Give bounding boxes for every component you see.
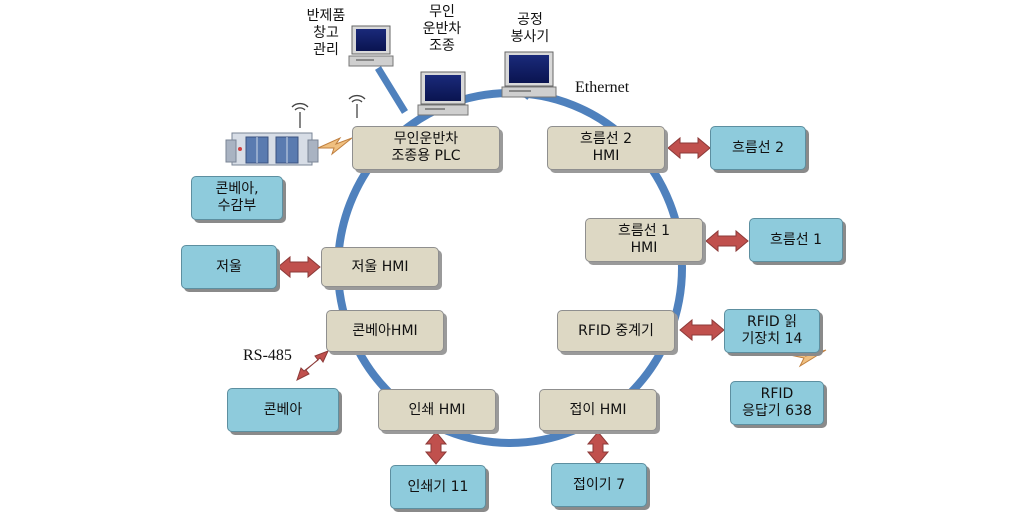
folder-device[interactable]: 접이기 7 bbox=[551, 463, 647, 507]
rfid-relay-node[interactable]: RFID 중계기 bbox=[557, 310, 675, 352]
scale-device[interactable]: 저울 bbox=[181, 245, 277, 289]
ethernet-label: Ethernet bbox=[575, 79, 630, 96]
warehouse-terminal-label: 반제품 창고 관리 bbox=[306, 8, 346, 58]
warehouse-terminal-icon bbox=[348, 25, 394, 67]
line2-hmi-node[interactable]: 흐름선 2 HMI bbox=[547, 126, 665, 170]
arrow-printer bbox=[424, 431, 448, 465]
rfid-responder-device[interactable]: RFID 응답기 638 bbox=[730, 381, 824, 425]
arrow-line1 bbox=[705, 229, 749, 253]
rs485-label: RS-485 bbox=[243, 347, 292, 364]
process-server-terminal-icon bbox=[501, 51, 557, 98]
arrow-rs485 bbox=[296, 350, 329, 381]
process-server-terminal-label: 공정 봉사기 bbox=[510, 12, 550, 45]
agv-control-terminal-label: 무인 운반차 조종 bbox=[422, 4, 462, 54]
line2-device[interactable]: 흐름선 2 bbox=[710, 126, 806, 170]
agv-control-terminal-icon bbox=[417, 71, 469, 116]
arrow-rfid-reader bbox=[679, 318, 725, 342]
conveyor-receiver-equipment-icon bbox=[225, 132, 319, 166]
scale-hmi-node[interactable]: 저울 HMI bbox=[321, 247, 439, 287]
printer-device[interactable]: 인쇄기 11 bbox=[390, 465, 486, 509]
line1-hmi-node[interactable]: 흐름선 1 HMI bbox=[585, 218, 703, 262]
spur-line-warehouse bbox=[375, 66, 408, 114]
line1-device[interactable]: 흐름선 1 bbox=[749, 218, 843, 262]
conveyor-hmi-node[interactable]: 콘베아HMI bbox=[326, 310, 444, 352]
folder-hmi-node[interactable]: 접이 HMI bbox=[539, 389, 657, 431]
rfid-reader-device[interactable]: RFID 읽 기장치 14 bbox=[724, 309, 820, 353]
agv-plc-node[interactable]: 무인운반차 조종용 PLC bbox=[352, 126, 500, 170]
antenna-icon bbox=[291, 94, 366, 128]
arrow-scale bbox=[277, 255, 321, 279]
conveyor-device[interactable]: 콘베아 bbox=[227, 388, 339, 432]
printer-hmi-node[interactable]: 인쇄 HMI bbox=[378, 389, 496, 431]
conveyor-receiver-device[interactable]: 콘베아, 수감부 bbox=[191, 176, 283, 220]
arrow-folder bbox=[586, 431, 610, 465]
arrow-line2 bbox=[667, 136, 711, 160]
wireless-signal-icon bbox=[317, 136, 353, 156]
